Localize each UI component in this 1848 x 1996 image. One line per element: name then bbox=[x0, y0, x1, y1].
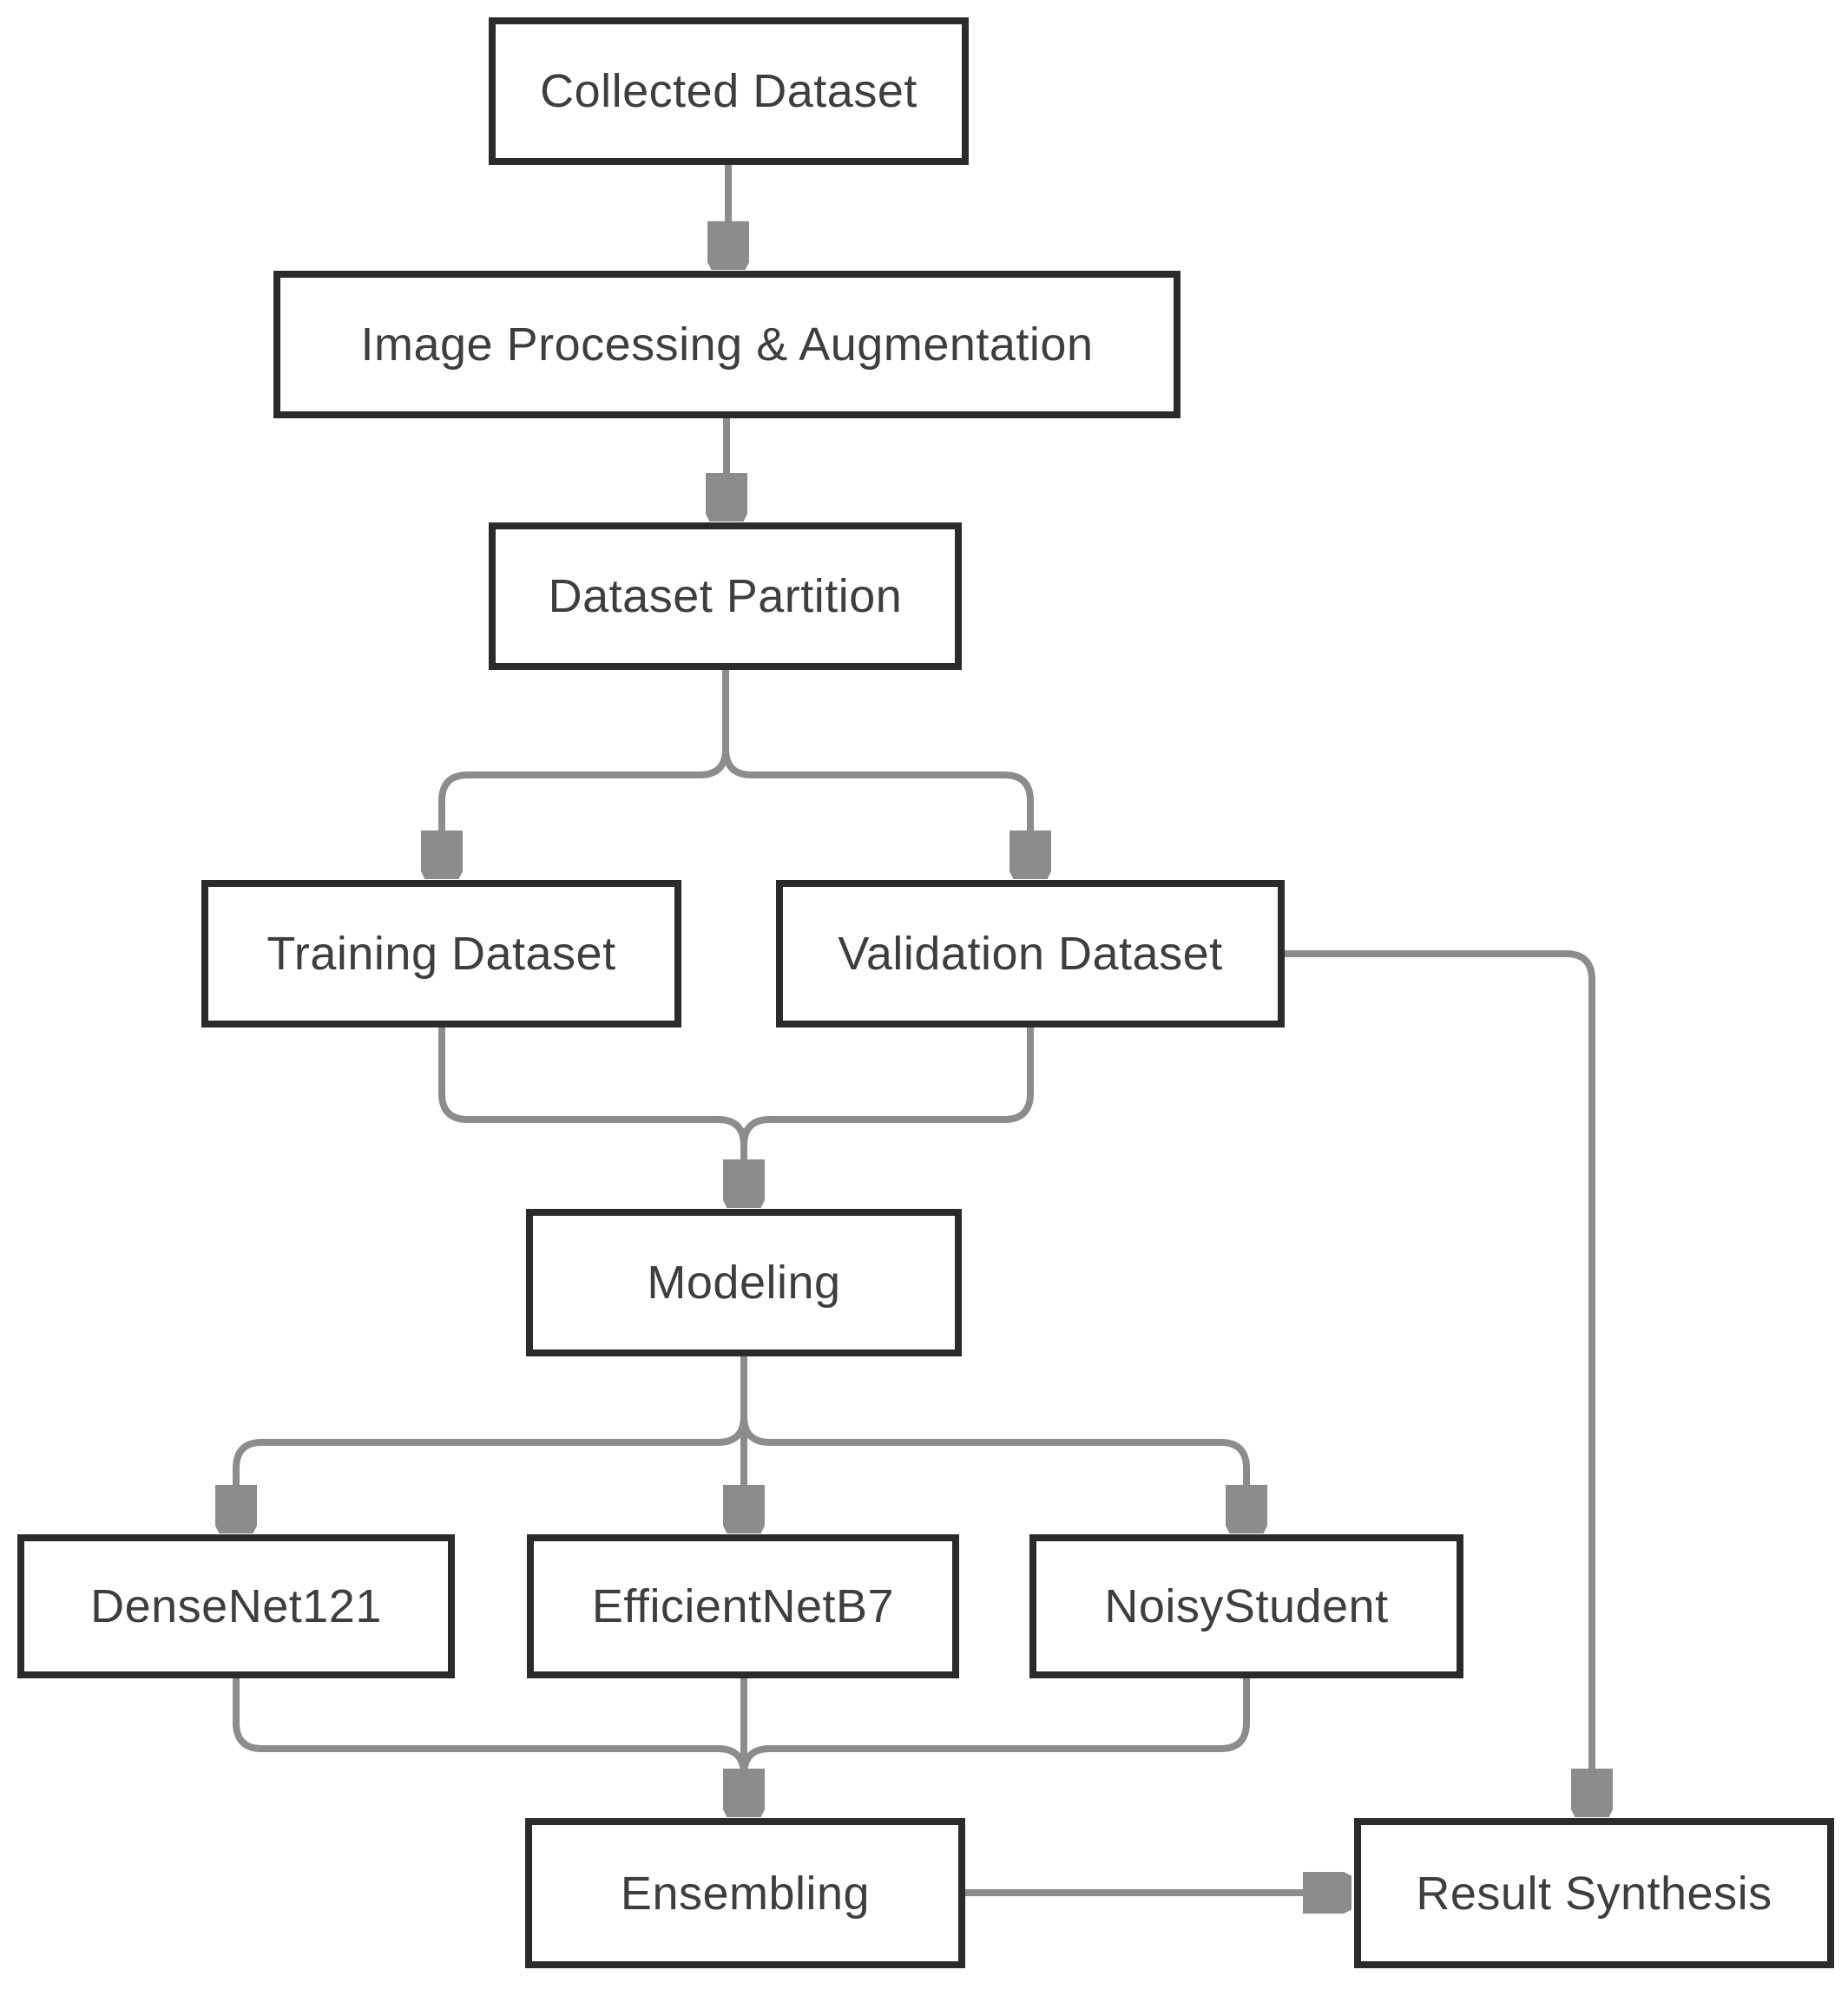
node-densenet121: DenseNet121 bbox=[17, 1534, 455, 1678]
edge-noisystudent-to-merge bbox=[740, 1678, 1250, 1785]
edge-densenet121-to-merge bbox=[233, 1678, 747, 1785]
node-ensembling: Ensembling bbox=[525, 1818, 965, 1968]
edge-dataset-partition-to-training-dataset bbox=[442, 670, 729, 870]
edge-modeling-to-densenet121 bbox=[236, 1356, 747, 1524]
edge-modeling-to-noisystudent bbox=[740, 1356, 1246, 1524]
node-training-dataset: Training Dataset bbox=[201, 880, 681, 1028]
edge-validation-dataset-to-result-synthesis bbox=[1285, 950, 1592, 1808]
node-noisystudent: NoisyStudent bbox=[1029, 1534, 1463, 1678]
edge-training-dataset-to-merge bbox=[438, 1028, 747, 1156]
node-modeling: Modeling bbox=[526, 1209, 962, 1356]
node-collected-dataset: Collected Dataset bbox=[489, 17, 969, 165]
node-validation-dataset: Validation Dataset bbox=[776, 880, 1285, 1028]
edge-dataset-partition-to-validation-dataset bbox=[722, 670, 1030, 870]
node-result-synthesis: Result Synthesis bbox=[1354, 1818, 1834, 1968]
node-efficientnetb7: EfficientNetB7 bbox=[527, 1534, 959, 1678]
node-dataset-partition: Dataset Partition bbox=[489, 522, 962, 670]
node-image-processing-augmentation: Image Processing & Augmentation bbox=[273, 271, 1180, 418]
edge-validation-dataset-to-merge bbox=[740, 1028, 1034, 1156]
